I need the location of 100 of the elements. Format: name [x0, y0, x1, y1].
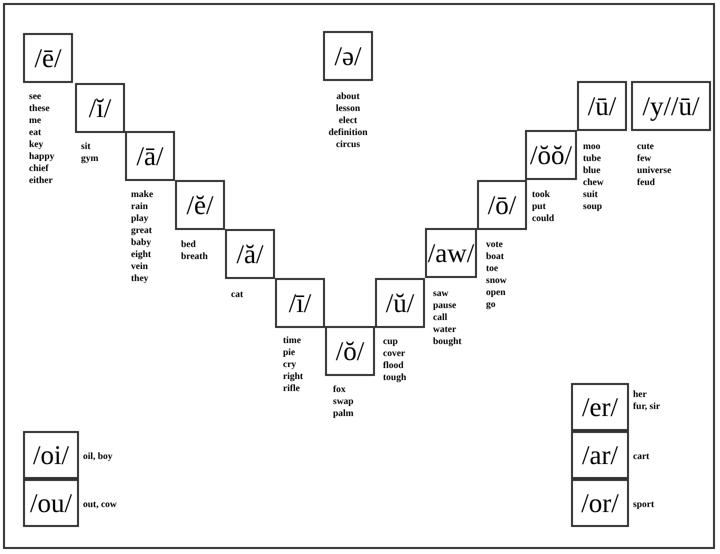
- example-word: about: [335, 91, 361, 103]
- example-word: moo: [583, 141, 602, 153]
- example-word: vein: [131, 261, 149, 273]
- example-word: bed: [181, 239, 197, 251]
- vowel-symbol: /ar/: [582, 442, 618, 468]
- vowel-box: [23, 431, 79, 479]
- example-word: chief: [29, 163, 50, 175]
- example-word: cover: [383, 348, 406, 360]
- example-word: make: [131, 189, 154, 201]
- example-word: soup: [583, 201, 604, 213]
- vowel-box: [631, 81, 711, 131]
- vowel-box: [323, 31, 373, 81]
- vowel-symbol: /ŏŏ/: [530, 142, 572, 168]
- vowel-symbol: /ē/: [34, 44, 62, 72]
- vowel-box: [571, 383, 629, 431]
- example-word: could: [532, 213, 554, 225]
- example-word: they: [131, 273, 150, 285]
- vowel-box: [375, 278, 425, 328]
- vowel-box: [225, 229, 275, 279]
- example-word: snow: [486, 275, 507, 287]
- example-word: elect: [338, 115, 358, 127]
- vowel-box: [75, 83, 125, 133]
- example-word: boat: [486, 251, 505, 263]
- vowel-symbol: /ŭ/: [386, 290, 414, 316]
- vowel-symbol: /ĕ/: [186, 192, 214, 218]
- example-word: gym: [81, 153, 98, 165]
- example-word: tough: [383, 372, 406, 384]
- example-word: see: [29, 91, 42, 103]
- example-word: feud: [637, 177, 656, 189]
- example-word: sport: [633, 499, 654, 511]
- example-word: happy: [29, 151, 54, 163]
- example-word: breath: [181, 251, 208, 263]
- example-word: either: [29, 175, 54, 187]
- example-word: palm: [333, 408, 354, 420]
- example-word: cry: [283, 359, 298, 371]
- example-word: vote: [486, 239, 504, 251]
- example-word: time: [283, 335, 302, 347]
- vowel-box: [571, 431, 629, 479]
- example-word: few: [637, 153, 652, 165]
- example-word: definition: [327, 127, 369, 139]
- example-word: her: [633, 389, 648, 401]
- example-word: suit: [583, 189, 599, 201]
- example-word: great: [131, 225, 153, 237]
- example-word: fur, sir: [633, 401, 660, 413]
- example-word: call: [433, 312, 448, 324]
- example-word: put: [532, 201, 547, 213]
- example-word: fox: [333, 384, 347, 396]
- example-word: tube: [583, 153, 602, 165]
- example-word: key: [29, 139, 44, 151]
- vowel-box: [571, 479, 629, 527]
- example-word: rain: [131, 201, 149, 213]
- example-word: these: [29, 103, 51, 115]
- example-word: play: [131, 213, 150, 225]
- example-word: toe: [486, 263, 500, 275]
- vowel-box: [577, 81, 627, 131]
- example-word: saw: [433, 288, 450, 300]
- vowel-box: [23, 479, 79, 527]
- example-word: cart: [633, 451, 650, 463]
- example-word: pie: [283, 347, 296, 359]
- vowel-symbol: /ī/: [288, 290, 312, 316]
- vowel-box: [425, 228, 477, 278]
- vowel-symbol: /y//ū/: [642, 92, 700, 120]
- vowel-symbol: /ā/: [136, 142, 164, 170]
- example-word: open: [486, 287, 507, 299]
- example-word: took: [532, 189, 551, 201]
- example-word: sit: [81, 141, 92, 153]
- example-word: me: [29, 115, 42, 127]
- example-word: pause: [433, 300, 458, 312]
- example-word: flood: [383, 360, 405, 372]
- example-word: right: [283, 371, 304, 383]
- example-word: cup: [383, 336, 399, 348]
- vowel-box: [525, 130, 577, 180]
- vowel-symbol: /aw/: [428, 240, 474, 266]
- vowel-box: [175, 180, 225, 230]
- vowel-symbol: /ō/: [488, 192, 516, 218]
- example-word: bought: [433, 336, 462, 348]
- vowel-box: [275, 278, 325, 328]
- example-word: rifle: [283, 383, 301, 395]
- example-word: swap: [333, 396, 354, 408]
- example-word: cute: [637, 141, 655, 153]
- vowel-symbol: /er/: [582, 394, 618, 420]
- example-word: lesson: [334, 103, 362, 115]
- vowel-box: [23, 33, 73, 83]
- example-word: circus: [334, 139, 362, 151]
- vowel-symbol: /or/: [581, 490, 619, 516]
- vowel-box: [325, 326, 375, 376]
- example-word: go: [486, 299, 496, 311]
- example-word: eat: [29, 127, 42, 139]
- example-word: cat: [231, 289, 244, 301]
- example-word: water: [433, 324, 458, 336]
- vowel-symbol: /ə/: [334, 42, 362, 70]
- vowel-symbol: /ĭ/: [88, 94, 112, 122]
- example-word: blue: [583, 165, 602, 177]
- example-word: chew: [583, 177, 604, 189]
- vowel-symbol: /ū/: [588, 92, 616, 120]
- vowel-box: [477, 180, 527, 230]
- example-word: universe: [637, 165, 672, 177]
- vowel-symbol: /ă/: [236, 240, 264, 268]
- example-word: out, cow: [83, 499, 117, 511]
- vowel-symbol: /ŏ/: [336, 338, 364, 364]
